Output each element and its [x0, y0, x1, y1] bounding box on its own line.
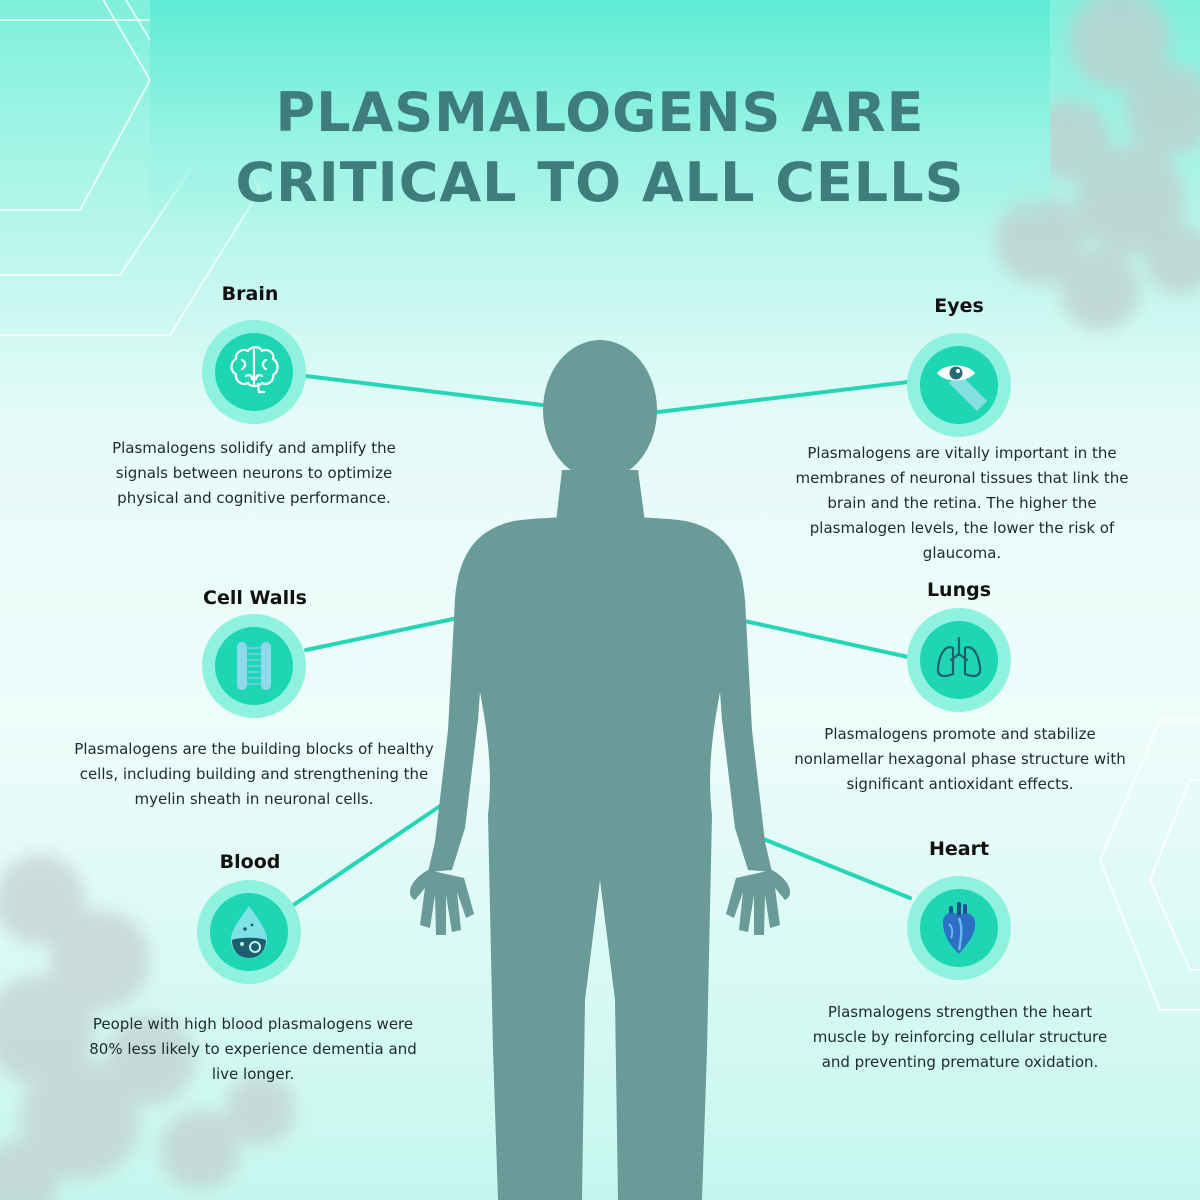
connector-cell-walls — [304, 616, 460, 652]
connector-lungs — [738, 618, 910, 659]
title-line-2: CRITICAL TO ALL CELLS — [235, 151, 965, 214]
eyes-label: Eyes — [934, 295, 984, 317]
lungs-description: Plasmalogens promote and stabilize nonla… — [794, 725, 1126, 793]
blood-badge — [197, 880, 301, 984]
title-line-1: PLASMALOGENS ARE — [275, 81, 925, 144]
brain-label: Brain — [221, 283, 279, 305]
cell-walls-description: Plasmalogens are the building blocks of … — [74, 740, 434, 808]
heart-description: Plasmalogens strengthen the heart muscle… — [812, 1003, 1108, 1071]
human-silhouette — [409, 340, 791, 1200]
blood-label: Blood — [219, 851, 281, 873]
cell-walls-badge — [202, 614, 306, 718]
connector-eyes — [648, 380, 910, 415]
eyes-description: Plasmalogens are vitally important in th… — [795, 444, 1129, 562]
blood-drop-icon — [231, 906, 267, 958]
eyes-badge — [907, 333, 1011, 437]
page-title: PLASMALOGENS ARE CRITICAL TO ALL CELLS — [150, 78, 1050, 218]
lungs-icon — [936, 636, 982, 678]
brain-icon — [230, 346, 279, 394]
cell-walls-label: Cell Walls — [203, 587, 307, 609]
connector-heart — [754, 834, 912, 900]
molecule-blur-decoration-bottom — [0, 855, 295, 1200]
hexagon-outline-decoration-bottom — [1098, 719, 1200, 1011]
connector-blood — [290, 800, 448, 908]
lungs-badge — [907, 608, 1011, 712]
heart-badge — [907, 876, 1011, 980]
blood-description: People with high blood plasmalogens were… — [89, 1015, 417, 1083]
lungs-label: Lungs — [926, 579, 992, 601]
cell-membrane-icon — [237, 642, 271, 690]
title-band — [150, 0, 1050, 225]
heart-icon — [943, 902, 976, 954]
eye-icon — [937, 365, 987, 411]
brain-badge — [202, 320, 306, 424]
connector-brain — [304, 374, 544, 407]
brain-description: Plasmalogens solidify and amplify the si… — [112, 439, 396, 507]
heart-label: Heart — [928, 838, 990, 860]
